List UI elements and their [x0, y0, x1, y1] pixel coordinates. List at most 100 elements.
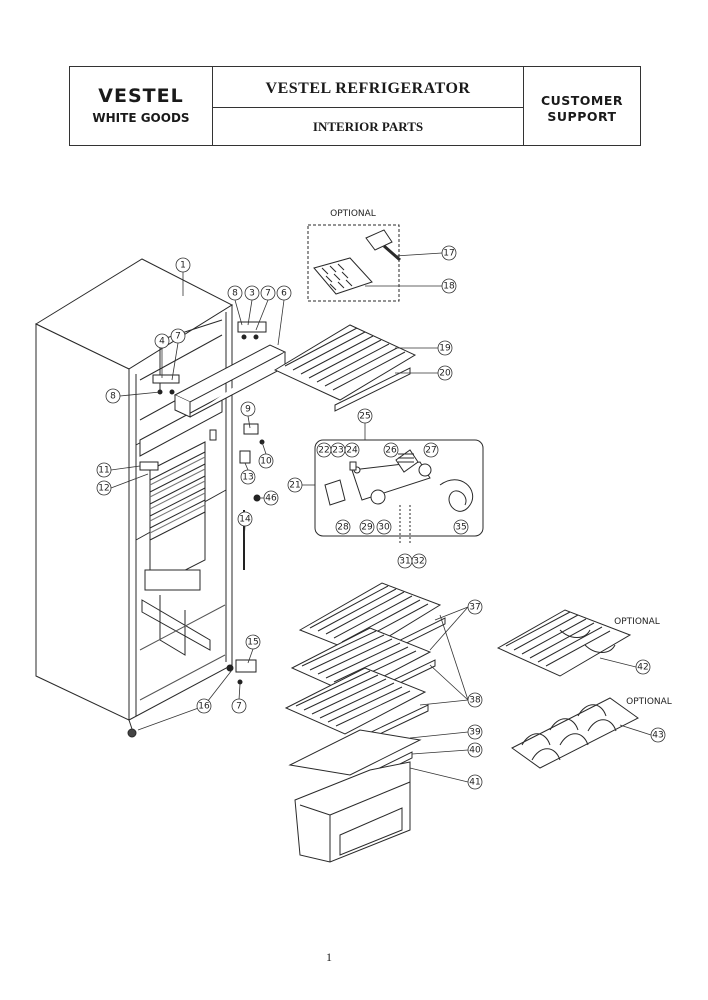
callout-circle-35 — [453, 519, 469, 535]
callout-label-10: 10 — [260, 457, 272, 467]
callout-label-13: 13 — [242, 473, 253, 483]
callout-circle-39 — [467, 724, 483, 740]
callout-label-15: 15 — [247, 638, 258, 648]
brand-cell: VESTEL WHITE GOODS — [70, 67, 213, 145]
callout-label-25: 25 — [359, 412, 370, 422]
callout-label-37: 37 — [469, 603, 480, 613]
callout-label-7: 7 — [265, 289, 271, 299]
support-line-2: SUPPORT — [547, 109, 617, 124]
callout-circle-37 — [467, 599, 483, 615]
hinge-hardware — [139, 321, 267, 685]
callout-circle-14 — [237, 511, 253, 527]
callout-label-7: 7 — [175, 332, 181, 342]
callout-label-7: 7 — [236, 702, 242, 712]
callout-circle-7 — [170, 328, 186, 344]
callout-label-9: 9 — [245, 405, 251, 415]
callout-circle-8 — [227, 285, 243, 301]
callout-circle-13 — [240, 469, 256, 485]
callout-label-35: 35 — [455, 523, 466, 533]
optional-wine-rack — [511, 697, 639, 769]
callout-label-32: 32 — [413, 557, 424, 567]
callout-circle-20 — [437, 365, 453, 381]
callout-label-42: 42 — [637, 663, 648, 673]
callout-label-22: 22 — [318, 446, 329, 456]
callout-circle-32 — [411, 553, 427, 569]
callout-label-30: 30 — [378, 523, 390, 533]
callout-circle-12 — [96, 480, 112, 496]
callout-circle-42 — [635, 659, 651, 675]
callout-circle-43 — [650, 727, 666, 743]
callout-circle-16 — [196, 698, 212, 714]
callout-label-31: 31 — [399, 557, 410, 567]
callout-circle-19 — [437, 340, 453, 356]
callout-label-27: 27 — [425, 446, 436, 456]
optional-rack — [496, 609, 632, 677]
document-subtitle: INTERIOR PARTS — [312, 119, 424, 134]
callout-label-16: 16 — [198, 702, 210, 712]
callout-label-20: 20 — [439, 369, 451, 379]
callout-circle-17 — [441, 245, 457, 261]
callout-label-6: 6 — [281, 289, 287, 299]
callout-circle-21 — [287, 477, 303, 493]
optional-label-ice-tray: OPTIONAL — [330, 209, 376, 219]
callout-label-11: 11 — [98, 466, 109, 476]
callout-label-19: 19 — [439, 344, 451, 354]
callout-label-24: 24 — [346, 446, 358, 456]
callout-circle-7 — [260, 285, 276, 301]
brand-subtitle: WHITE GOODS — [92, 111, 190, 125]
callout-circle-26 — [383, 442, 399, 458]
callout-circle-7 — [231, 698, 247, 714]
document-title: VESTEL REFRIGERATOR — [213, 67, 523, 108]
callout-label-26: 26 — [385, 446, 397, 456]
callout-circle-4 — [154, 333, 170, 349]
callout-circle-15 — [245, 634, 261, 650]
callout-circle-40 — [467, 742, 483, 758]
callout-label-12: 12 — [98, 484, 109, 494]
callout-label-18: 18 — [443, 282, 455, 292]
callout-label-21: 21 — [289, 481, 300, 491]
callout-label-8: 8 — [232, 289, 238, 299]
callout-circle-9 — [240, 401, 256, 417]
callout-label-23: 23 — [332, 446, 343, 456]
optional-label-rack: OPTIONAL — [614, 617, 660, 627]
callout-label-29: 29 — [361, 523, 373, 533]
callout-circle-6 — [276, 285, 292, 301]
ice-tray-group — [307, 224, 401, 302]
callout-label-41: 41 — [469, 778, 480, 788]
callout-label-39: 39 — [469, 728, 481, 738]
callout-circle-3 — [244, 285, 260, 301]
callout-label-4: 4 — [159, 337, 165, 347]
leader-lines — [110, 252, 652, 783]
callout-label-43: 43 — [652, 731, 663, 741]
callout-label-17: 17 — [443, 249, 454, 259]
callout-circle-28 — [335, 519, 351, 535]
support-label: CUSTOMER SUPPORT — [524, 93, 640, 125]
callout-label-8: 8 — [110, 392, 116, 402]
support-cell: CUSTOMER SUPPORT — [524, 67, 640, 145]
fridge-shelves — [284, 582, 446, 751]
freezer-shelf — [273, 324, 417, 412]
callout-label-1: 1 — [180, 261, 186, 271]
callout-circle-25 — [357, 408, 373, 424]
callout-label-3: 3 — [249, 289, 255, 299]
callout-label-38: 38 — [469, 696, 481, 706]
page-number: 1 — [326, 950, 332, 964]
callout-circle-38 — [467, 692, 483, 708]
callout-circle-29 — [359, 519, 375, 535]
callout-circle-46 — [263, 490, 279, 506]
callout-circle-10 — [258, 453, 274, 469]
callout-circle-30 — [376, 519, 392, 535]
callout-circle-27 — [423, 442, 439, 458]
support-line-1: CUSTOMER — [540, 93, 624, 108]
title-block: VESTEL WHITE GOODS VESTEL REFRIGERATOR I… — [69, 66, 641, 146]
crisper-drawer-group — [288, 729, 422, 863]
control-panel-group — [314, 439, 484, 545]
brand-name: VESTEL — [98, 85, 184, 107]
callout-circle-11 — [96, 462, 112, 478]
callout-circle-8 — [105, 388, 121, 404]
callout-circle-24 — [344, 442, 360, 458]
title-cell: VESTEL REFRIGERATOR INTERIOR PARTS — [213, 67, 524, 145]
optional-label-wine-rack: OPTIONAL — [626, 697, 672, 707]
callout-label-14: 14 — [239, 515, 251, 525]
